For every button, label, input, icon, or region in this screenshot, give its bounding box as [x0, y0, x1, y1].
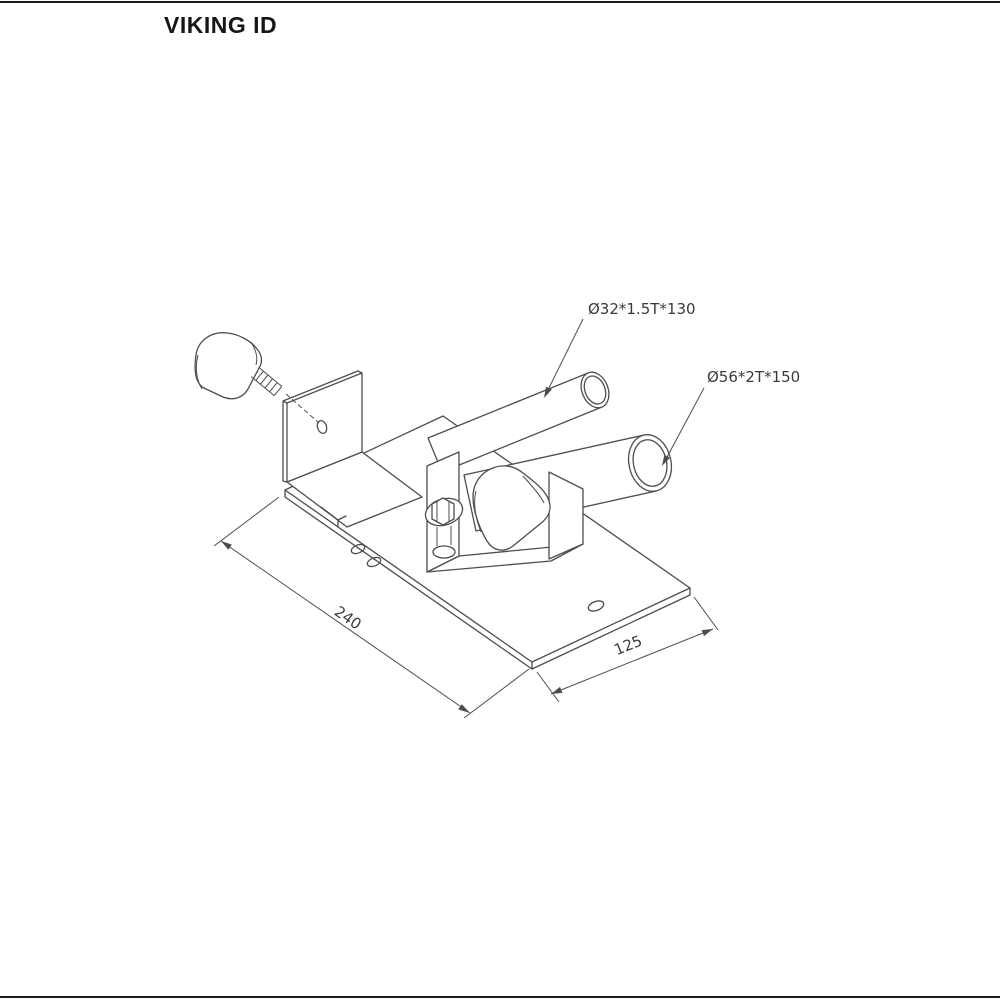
l-bracket [282, 370, 423, 528]
small-tube [427, 371, 610, 473]
hex-bolt [424, 497, 464, 559]
clamp-knob-exploded [194, 332, 320, 424]
frame-border-top [0, 1, 1000, 3]
dim-125-label: 125 [611, 632, 644, 659]
thumb-knob [472, 465, 551, 551]
frame-border-bottom [0, 996, 1000, 998]
drawing-title: VIKING ID [164, 12, 278, 38]
assembly-centerline [285, 393, 320, 424]
dim-240-label: 240 [331, 602, 365, 633]
small-tube-label: Ø32*1.5T*130 [588, 300, 696, 318]
leader-small-tube: Ø32*1.5T*130 [544, 300, 696, 398]
saddle-bracket [426, 451, 584, 573]
flange-notch [320, 506, 347, 528]
large-tube-label: Ø56*2T*150 [707, 368, 800, 386]
leader-large-tube: Ø56*2T*150 [662, 368, 800, 466]
threaded-stud [250, 367, 283, 396]
